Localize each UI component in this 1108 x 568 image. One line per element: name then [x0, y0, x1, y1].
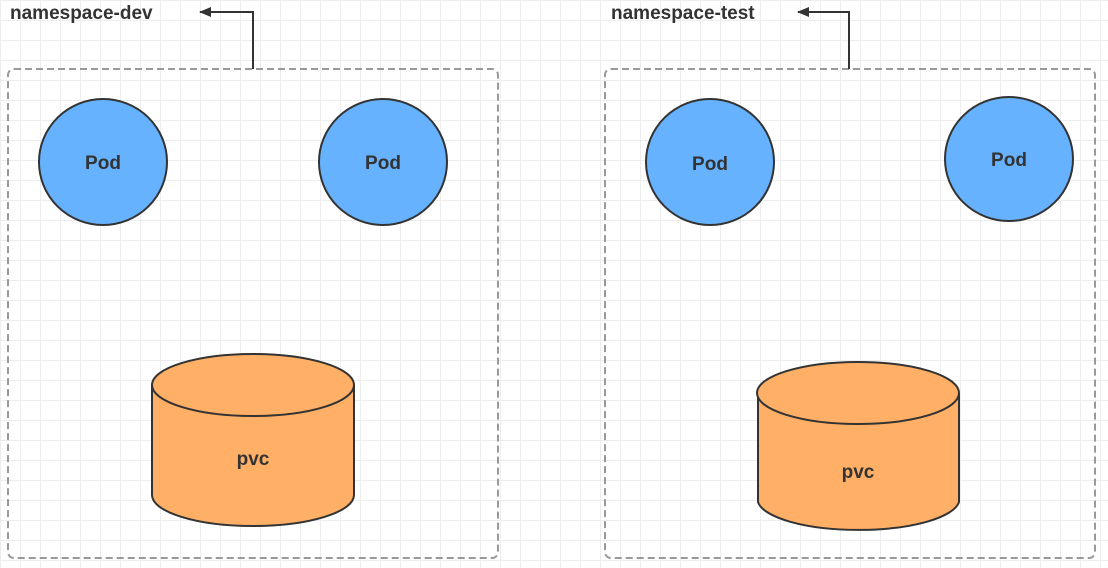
namespace-test-label: namespace-test	[611, 3, 755, 24]
namespace-dev-container[interactable]	[7, 68, 499, 559]
pod-label: Pod	[85, 153, 121, 174]
pod-node[interactable]: Pod	[645, 98, 775, 226]
pvc-label: pvc	[842, 462, 875, 483]
pvc-cylinder[interactable]: pvc	[151, 353, 355, 527]
pod-node[interactable]: Pod	[38, 98, 168, 226]
pod-node[interactable]: Pod	[944, 96, 1074, 222]
namespace-test-connector-arrow	[797, 7, 850, 69]
namespace-test-group: namespace-test Pod Pod pvc	[604, 3, 1096, 559]
pvc-label: pvc	[237, 449, 270, 470]
pod-label: Pod	[991, 150, 1027, 171]
pod-label: Pod	[365, 153, 401, 174]
pvc-cylinder[interactable]: pvc	[756, 361, 960, 531]
namespace-dev-label: namespace-dev	[10, 3, 153, 24]
pod-node[interactable]: Pod	[318, 98, 448, 226]
namespace-dev-connector-arrow	[199, 7, 254, 69]
namespace-dev-group: namespace-dev Pod Pod pvc	[7, 3, 499, 559]
namespace-test-container[interactable]	[604, 68, 1096, 559]
pod-label: Pod	[692, 154, 728, 175]
